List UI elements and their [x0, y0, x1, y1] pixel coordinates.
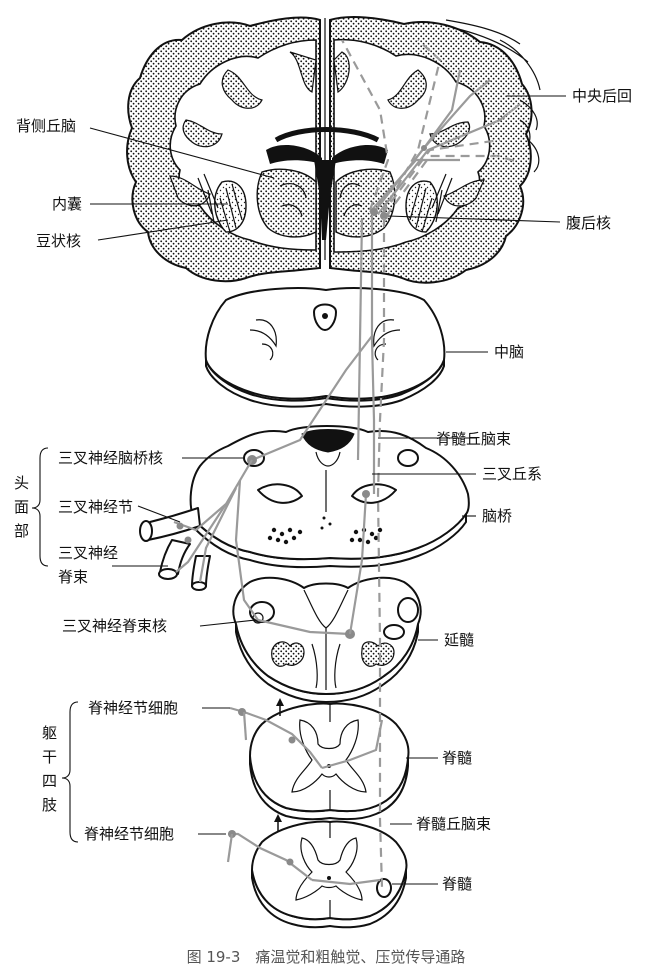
figure-caption: 图 19-3 痛温觉和粗触觉、压觉传导通路 — [187, 948, 466, 966]
inferior-olive-right — [362, 642, 394, 666]
group-trunk-limbs-char-2: 干 — [42, 748, 57, 766]
label-spinal-cord-lower: 脊髓 — [442, 875, 472, 893]
label-spinothalamic-tract-upper: 脊髓丘脑束 — [436, 430, 511, 448]
label-pons: 脑桥 — [482, 507, 512, 525]
medulla-section — [233, 578, 420, 702]
label-dorsal-thalamus: 背侧丘脑 — [16, 117, 76, 135]
group-head-face-char-3: 部 — [14, 522, 29, 540]
label-spinothalamic-tract-lower: 脊髓丘脑束 — [416, 815, 491, 833]
label-midbrain: 中脑 — [494, 343, 524, 361]
inferior-olive-left — [272, 642, 304, 666]
label-spinal-ganglion-cell-lower: 脊神经节细胞 — [84, 825, 174, 843]
pons-section — [140, 426, 469, 590]
label-trigeminal-pontine-nucleus: 三叉神经脑桥核 — [58, 449, 163, 467]
label-spinal-trigeminal-tract-1: 三叉神经 — [58, 544, 118, 562]
group-trunk-limbs-char-1: 躯 — [42, 724, 57, 742]
group-trunk-limbs-char-4: 肢 — [42, 796, 57, 814]
label-ventral-posterior-nucleus: 腹后核 — [566, 214, 611, 232]
label-spinal-trigeminal-tract-2: 脊束 — [58, 568, 88, 586]
label-spinal-ganglion-cell-upper: 脊神经节细胞 — [88, 699, 178, 717]
label-spinal-trigeminal-nucleus: 三叉神经脊束核 — [62, 617, 167, 635]
label-trigeminal-ganglion: 三叉神经节 — [58, 498, 133, 516]
group-head-face-char-2: 面 — [14, 498, 29, 516]
label-spinal-cord-upper: 脊髓 — [442, 749, 472, 767]
spinal-cord-outline-upper — [250, 704, 409, 812]
spinal-cord-section-upper — [250, 704, 409, 820]
group-trunk-limbs-char-3: 四 — [42, 772, 57, 790]
group-head-face-char-1: 头 — [14, 474, 29, 492]
brain-coronal-section — [127, 17, 540, 283]
label-lentiform-nucleus: 豆状核 — [36, 232, 81, 250]
label-internal-capsule: 内囊 — [52, 195, 82, 213]
spinal-cord-outline-lower — [252, 822, 407, 920]
label-medulla: 延髓 — [444, 631, 474, 649]
spinal-cord-section-lower — [252, 822, 407, 928]
midbrain-section — [206, 288, 445, 406]
label-trigeminal-lemniscus: 三叉丘系 — [482, 465, 542, 483]
label-postcentral-gyrus: 中央后回 — [572, 87, 632, 105]
